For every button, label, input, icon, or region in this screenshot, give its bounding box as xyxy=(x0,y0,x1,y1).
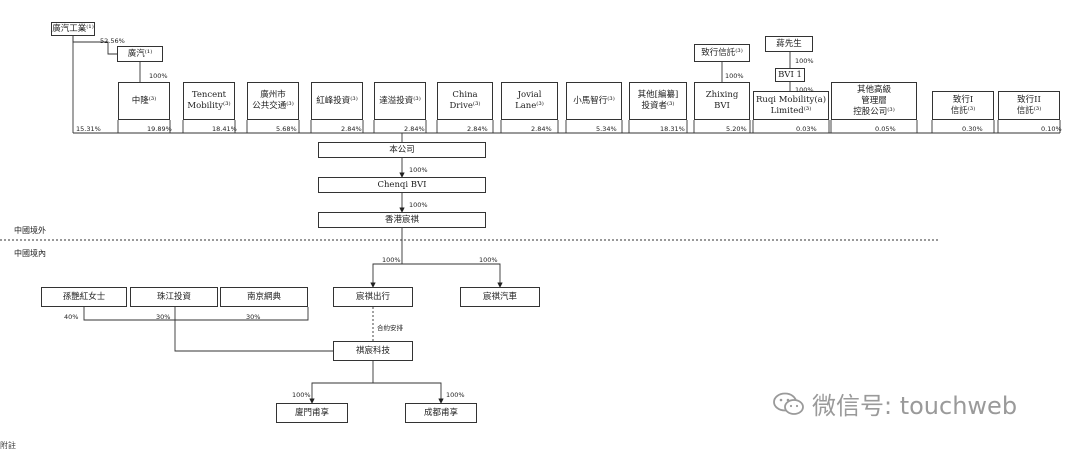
label-pct-hk-auto: 100% xyxy=(479,256,498,264)
entity-box-chenqi-chuxing: 宸祺出行 xyxy=(333,287,413,307)
entity-box-gac-industry: 廣汽工業⁽¹⁾ xyxy=(51,22,95,36)
line-hk-chuxing xyxy=(370,228,403,288)
label-pct-gzt: 5.68% xyxy=(276,125,297,133)
entity-box-qichen-tech: 祺宸科技 xyxy=(333,341,413,361)
line-qichen-chengdu xyxy=(373,382,444,404)
label-pct-zx2: 0.10% xyxy=(1041,125,1062,133)
label-pct-xiaoma: 5.34% xyxy=(596,125,617,133)
entity-box-tencent: Tencent Mobility⁽³⁾ xyxy=(183,82,235,120)
wechat-watermark: 微信号: touchweb xyxy=(772,386,1017,421)
line-qichen-holders xyxy=(83,307,309,321)
watermark-text: 微信号: touchweb xyxy=(812,392,1018,420)
label-pct-gac-zt: 100% xyxy=(149,72,168,80)
entity-box-chenqi-auto: 宸祺汽車 xyxy=(460,287,540,307)
label-pct-co-bvi: 100% xyxy=(409,166,428,174)
label-pct-bvi-hk: 100% xyxy=(409,201,428,209)
entity-box-sun-yanhong: 孫艷紅女士 xyxy=(41,287,127,307)
label-pct-gac-ind: 15.31% xyxy=(76,125,101,133)
entity-box-zhixing-2: 致行II 信託⁽³⁾ xyxy=(998,91,1060,120)
line-qichen-xiamen xyxy=(309,361,374,404)
label-pct-zx-xt: 100% xyxy=(725,72,744,80)
entity-box-gac: 廣汽⁽¹⁾ xyxy=(117,46,163,62)
label-pct-hk-cx: 100% xyxy=(382,256,401,264)
label-pct-gac: 52.56% xyxy=(100,37,125,45)
entity-box-nanjing: 南京網典 xyxy=(220,287,308,307)
notes-label: 附註 xyxy=(0,441,16,450)
label-pct-tencent: 18.41% xyxy=(212,125,237,133)
label-pct-bvi1: 100% xyxy=(795,86,814,94)
entity-box-other-investors: 其他[編纂] 投資者⁽³⁾ xyxy=(629,82,687,120)
label-pct-zxbvi: 5.20% xyxy=(726,125,747,133)
entity-box-zhixing-1: 致行I 信託⁽³⁾ xyxy=(932,91,994,120)
entity-box-hongfeng: 紅峰投資⁽³⁾ xyxy=(311,82,363,120)
entity-box-dayi: 達溢投資⁽³⁾ xyxy=(374,82,426,120)
entity-box-bvi1: BVI 1 xyxy=(775,68,805,82)
entity-box-chengdu: 成都甫享 xyxy=(405,403,477,423)
label-pct-sun: 40% xyxy=(64,313,79,321)
entity-box-jovial-lane: Jovial Lane⁽³⁾ xyxy=(501,82,558,120)
entity-box-zhujiang: 珠江投資 xyxy=(130,287,218,307)
entity-box-ruqi-mobility: Ruqi Mobility(a) Limited⁽³⁾ xyxy=(753,91,829,120)
entity-box-xiaoma: 小馬智行⁽³⁾ xyxy=(566,82,622,120)
label-pct-nj: 30% xyxy=(246,313,261,321)
label-pct-zj: 30% xyxy=(156,313,171,321)
label-pct-zhongtai: 19.89% xyxy=(147,125,172,133)
entity-box-zhixing-bvi: Zhixing BVI xyxy=(694,82,750,120)
label-pct-cd: 2.84% xyxy=(467,125,488,133)
entity-box-other-mgmt: 其他高級 管理層 控股公司⁽³⁾ xyxy=(831,82,917,120)
entity-box-mr-jiang: 蔣先生 xyxy=(765,36,813,52)
label-pct-jl: 2.84% xyxy=(531,125,552,133)
label-pct-jiang: 100% xyxy=(795,57,814,65)
label-pct-hongfeng: 2.84% xyxy=(341,125,362,133)
label-contract: 合約安排 xyxy=(377,324,403,332)
label-pct-cdu: 100% xyxy=(446,391,465,399)
region-outside-china: 中國境外 xyxy=(14,226,46,235)
label-pct-mgmt: 0.05% xyxy=(875,125,896,133)
entity-box-china-drive: China Drive⁽³⁾ xyxy=(437,82,493,120)
entity-box-chenqi-bvi: Chenqi BVI xyxy=(318,177,486,193)
entity-box-hk-chenqi: 香港宸祺 xyxy=(318,212,486,228)
entity-box-gz-transport: 廣州市 公共交通⁽³⁾ xyxy=(247,82,299,120)
label-pct-dayi: 2.84% xyxy=(404,125,425,133)
label-pct-ruqi: 0.03% xyxy=(796,125,817,133)
entity-box-zhongtai: 中隆⁽³⁾ xyxy=(118,82,170,120)
line-hk-auto xyxy=(402,263,503,288)
region-inside-china: 中國境內 xyxy=(14,249,46,258)
label-pct-xm: 100% xyxy=(292,391,311,399)
line-holders-qichen xyxy=(174,307,333,352)
entity-box-company: 本公司 xyxy=(318,142,486,158)
entity-box-zhixing-xinji: 致行信託⁽³⁾ xyxy=(694,44,750,62)
label-pct-other: 18.31% xyxy=(660,125,685,133)
label-pct-zx1: 0.30% xyxy=(962,125,983,133)
entity-box-xiamen: 廈門甫享 xyxy=(276,403,348,423)
wechat-icon xyxy=(773,392,804,415)
